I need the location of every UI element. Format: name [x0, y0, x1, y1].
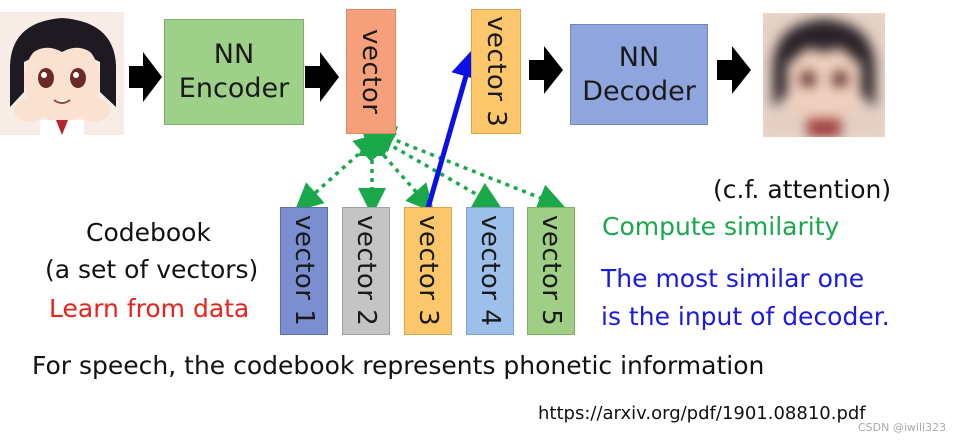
codebook-vector-3-label: vector 3	[413, 215, 443, 327]
decoder-input-vector-block: vector 3	[471, 9, 521, 134]
decoder-label-line1: NN	[618, 41, 660, 73]
selection-arrow	[425, 47, 481, 209]
codebook-vector-3: vector 3	[404, 207, 452, 335]
decoder-input-vector-label: vector 3	[481, 15, 511, 128]
decoder-label-line2: Decoder	[582, 75, 696, 107]
similarity-arrow-5	[366, 126, 567, 211]
codebook-vector-4: vector 4	[466, 207, 514, 335]
codebook-vector-2: vector 2	[342, 207, 390, 335]
codebook-vector-5-label: vector 5	[536, 215, 566, 327]
codebook-title: Codebook	[86, 218, 211, 247]
codebook-vector-4-label: vector 4	[475, 215, 505, 327]
nn-encoder-block: NN Encoder	[164, 19, 304, 125]
similarity-arrow-1	[294, 132, 383, 212]
input-image	[0, 12, 124, 135]
encoder-label-line2: Encoder	[178, 73, 290, 104]
flow-arrow-3	[529, 46, 563, 94]
encoded-vector-block: vector	[346, 9, 396, 134]
similarity-arrows	[294, 126, 567, 216]
encoded-vector-label: vector	[356, 28, 386, 115]
paper-url: https://arxiv.org/pdf/1901.08810.pdf	[538, 403, 866, 424]
output-image	[763, 13, 885, 137]
flow-arrow-2	[305, 52, 339, 102]
most-similar-note-line2: is the input of decoder.	[601, 302, 890, 331]
codebook-vector-2-label: vector 2	[351, 215, 381, 327]
encoder-label-line1: NN	[213, 39, 255, 70]
flow-arrow-4	[717, 46, 751, 94]
output-face-illustration	[763, 13, 885, 137]
most-similar-note-line1: The most similar one	[601, 264, 865, 293]
flow-arrow-1	[129, 52, 162, 102]
codebook-vector-1: vector 1	[280, 207, 328, 335]
similarity-arrow-3	[362, 131, 435, 213]
nn-decoder-block: NN Decoder	[570, 24, 708, 125]
learn-from-data-note: Learn from data	[49, 294, 250, 323]
cf-attention-note: (c.f. attention)	[713, 175, 892, 204]
codebook-vector-1-label: vector 1	[289, 215, 319, 327]
speech-note: For speech, the codebook represents phon…	[32, 351, 765, 380]
csdn-watermark: CSDN @iwill323	[858, 421, 947, 434]
input-face-illustration	[0, 12, 124, 135]
codebook-vector-5: vector 5	[527, 207, 575, 335]
compute-similarity-note: Compute similarity	[602, 212, 840, 241]
codebook-subtitle: (a set of vectors)	[45, 255, 259, 284]
